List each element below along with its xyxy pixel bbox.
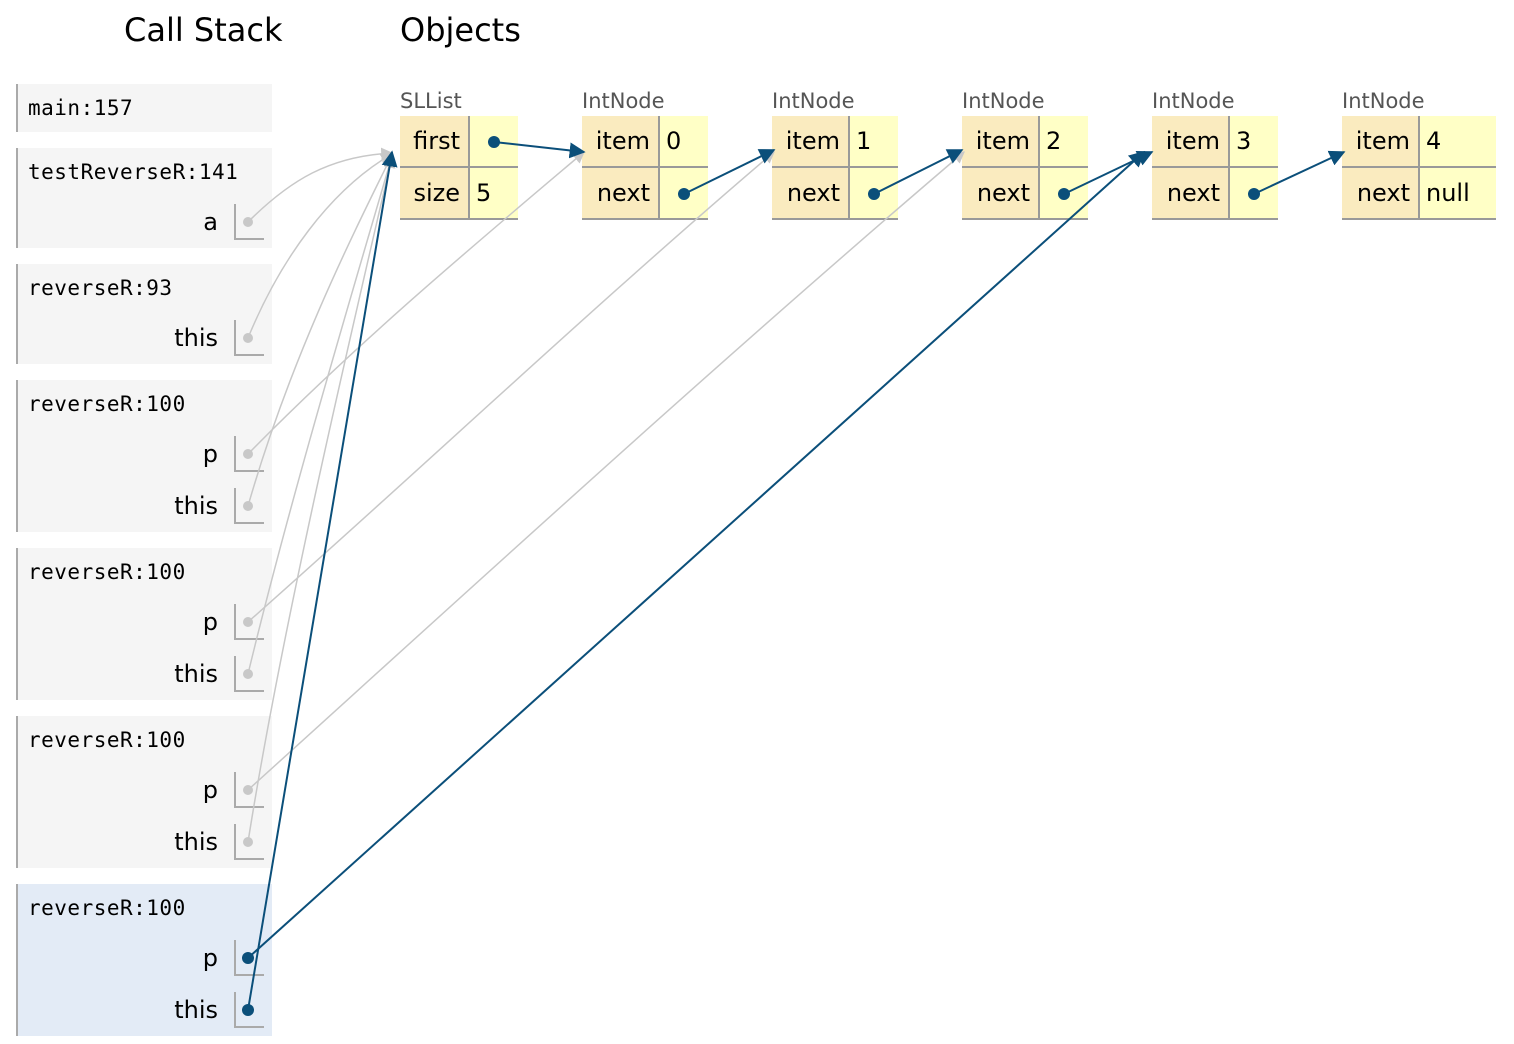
variable-a: a xyxy=(18,200,274,246)
field-name: next xyxy=(1152,168,1230,220)
object-type-label: SLList xyxy=(400,89,462,113)
frame-name: reverseR:100 xyxy=(28,560,186,584)
variable-this: this xyxy=(18,988,274,1034)
variable-label: a xyxy=(203,208,218,236)
field-value xyxy=(660,168,708,220)
stack-frame-reverser-100-b[interactable]: reverseR:100 p this xyxy=(16,548,272,700)
field-item: item 4 xyxy=(1342,116,1496,168)
object-type-label: IntNode xyxy=(1342,89,1425,113)
field-item: item 2 xyxy=(962,116,1088,168)
field-value xyxy=(1040,168,1088,220)
variable-label: p xyxy=(202,944,218,972)
variable-this: this xyxy=(18,316,274,362)
object-type-label: IntNode xyxy=(962,89,1045,113)
field-first: first xyxy=(400,116,518,168)
pointer-slot xyxy=(234,992,264,1028)
field-value: 0 xyxy=(660,116,708,168)
field-name: item xyxy=(1152,116,1230,168)
pointer-slot xyxy=(234,604,264,640)
field-name: next xyxy=(962,168,1040,220)
field-value xyxy=(850,168,898,220)
variable-p: p xyxy=(18,936,274,982)
frame-name: reverseR:100 xyxy=(28,896,186,920)
call-stack-heading: Call Stack xyxy=(124,11,283,49)
pointer-slot xyxy=(234,204,264,240)
stack-frame-testreverser[interactable]: testReverseR:141 a xyxy=(16,148,272,248)
variable-label: this xyxy=(174,996,218,1024)
variable-p: p xyxy=(18,768,274,814)
pointer-slot xyxy=(234,320,264,356)
pointer-slot xyxy=(234,940,264,976)
field-value: 5 xyxy=(470,168,518,220)
field-name: next xyxy=(772,168,850,220)
frame-name: reverseR:100 xyxy=(28,728,186,752)
variable-this: this xyxy=(18,820,274,866)
pointer-slot xyxy=(234,436,264,472)
field-value: null xyxy=(1420,168,1496,220)
field-size: size 5 xyxy=(400,168,518,220)
stack-frame-reverser-100-active[interactable]: reverseR:100 p this xyxy=(16,884,272,1036)
variable-this: this xyxy=(18,484,274,530)
objects-heading: Objects xyxy=(400,11,521,49)
field-value xyxy=(470,116,518,168)
field-next: next xyxy=(1152,168,1278,220)
variable-label: this xyxy=(174,660,218,688)
field-value: 1 xyxy=(850,116,898,168)
field-value: 4 xyxy=(1420,116,1496,168)
frame-name: testReverseR:141 xyxy=(28,160,239,184)
stack-frame-reverser-100-c[interactable]: reverseR:100 p this xyxy=(16,716,272,868)
pointer-p-active-to-node3 xyxy=(247,150,1146,959)
field-item: item 1 xyxy=(772,116,898,168)
object-type-label: IntNode xyxy=(1152,89,1235,113)
field-name: item xyxy=(582,116,660,168)
field-next: next null xyxy=(1342,168,1496,220)
field-name: item xyxy=(1342,116,1420,168)
variable-label: p xyxy=(202,776,218,804)
stack-frame-main[interactable]: main:157 xyxy=(16,84,272,132)
variable-label: p xyxy=(202,608,218,636)
stack-frame-reverser-100-a[interactable]: reverseR:100 p this xyxy=(16,380,272,532)
frame-name: reverseR:100 xyxy=(28,392,186,416)
pointer-p-to-node2 xyxy=(247,151,965,791)
frame-name: reverseR:93 xyxy=(28,276,173,300)
field-name: item xyxy=(772,116,850,168)
field-next: next xyxy=(962,168,1088,220)
frame-name: main:157 xyxy=(28,96,134,120)
field-name: next xyxy=(1342,168,1420,220)
field-value: 2 xyxy=(1040,116,1088,168)
object-type-label: IntNode xyxy=(582,89,665,113)
field-name: item xyxy=(962,116,1040,168)
variable-label: p xyxy=(202,440,218,468)
stack-frame-reverser-93[interactable]: reverseR:93 this xyxy=(16,264,272,364)
field-next: next xyxy=(582,168,708,220)
variable-label: this xyxy=(174,828,218,856)
variable-p: p xyxy=(18,600,274,646)
variable-this: this xyxy=(18,652,274,698)
variable-p: p xyxy=(18,432,274,478)
field-item: item 0 xyxy=(582,116,708,168)
pointer-p-to-node1 xyxy=(247,151,775,623)
variable-label: this xyxy=(174,324,218,352)
field-value xyxy=(1230,168,1278,220)
field-next: next xyxy=(772,168,898,220)
field-name: first xyxy=(400,116,470,168)
field-item: item 3 xyxy=(1152,116,1278,168)
field-name: next xyxy=(582,168,660,220)
pointer-slot xyxy=(234,824,264,860)
field-name: size xyxy=(400,168,470,220)
field-value: 3 xyxy=(1230,116,1278,168)
pointer-slot xyxy=(234,488,264,524)
variable-label: this xyxy=(174,492,218,520)
pointer-slot xyxy=(234,656,264,692)
pointer-slot xyxy=(234,772,264,808)
object-type-label: IntNode xyxy=(772,89,855,113)
